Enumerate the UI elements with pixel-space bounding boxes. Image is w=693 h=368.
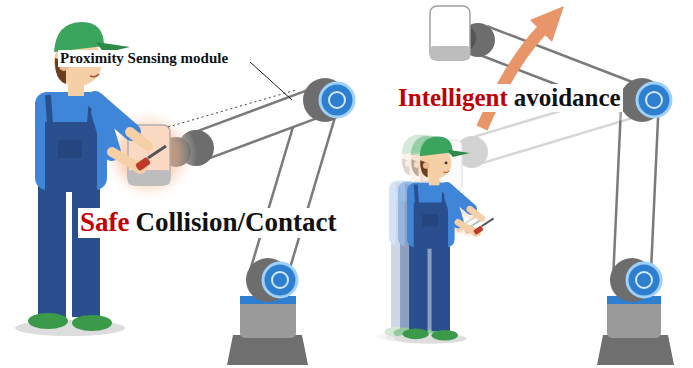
sensing-outline: [168, 90, 296, 127]
leader-line: [250, 62, 292, 100]
robot-pedestal: [227, 335, 308, 365]
caption-word: Intelligent: [396, 84, 510, 112]
caption-word: Collision/Contact: [134, 208, 339, 238]
left-robot-arm: [101, 78, 354, 365]
avoidance-arrow: [482, 30, 542, 128]
previous-arm-pose: [422, 102, 638, 192]
shoulder-joint: [246, 258, 297, 302]
end-effector: [430, 6, 470, 60]
caption-word: Safe: [78, 208, 132, 238]
shoulder-joint: [610, 258, 661, 302]
caption-word: avoidance: [512, 84, 623, 112]
right-robot-arm: [422, 6, 674, 365]
forearm-edge: [200, 102, 318, 146]
callout-label: Proximity Sensing module: [58, 50, 230, 67]
elbow-joint: [620, 78, 671, 122]
end-effector-flange: [128, 170, 170, 185]
worker: [394, 137, 494, 344]
end-effector-flange: [430, 46, 470, 60]
avoidance-arrowhead: [530, 6, 564, 42]
worker: [15, 22, 166, 336]
upper-arm: [632, 102, 640, 276]
upper-arm-edge: [632, 102, 640, 276]
proximity-sensing-sleeve: [200, 102, 318, 146]
robot-pedestal: [597, 335, 674, 365]
elbow-joint: [303, 78, 354, 122]
